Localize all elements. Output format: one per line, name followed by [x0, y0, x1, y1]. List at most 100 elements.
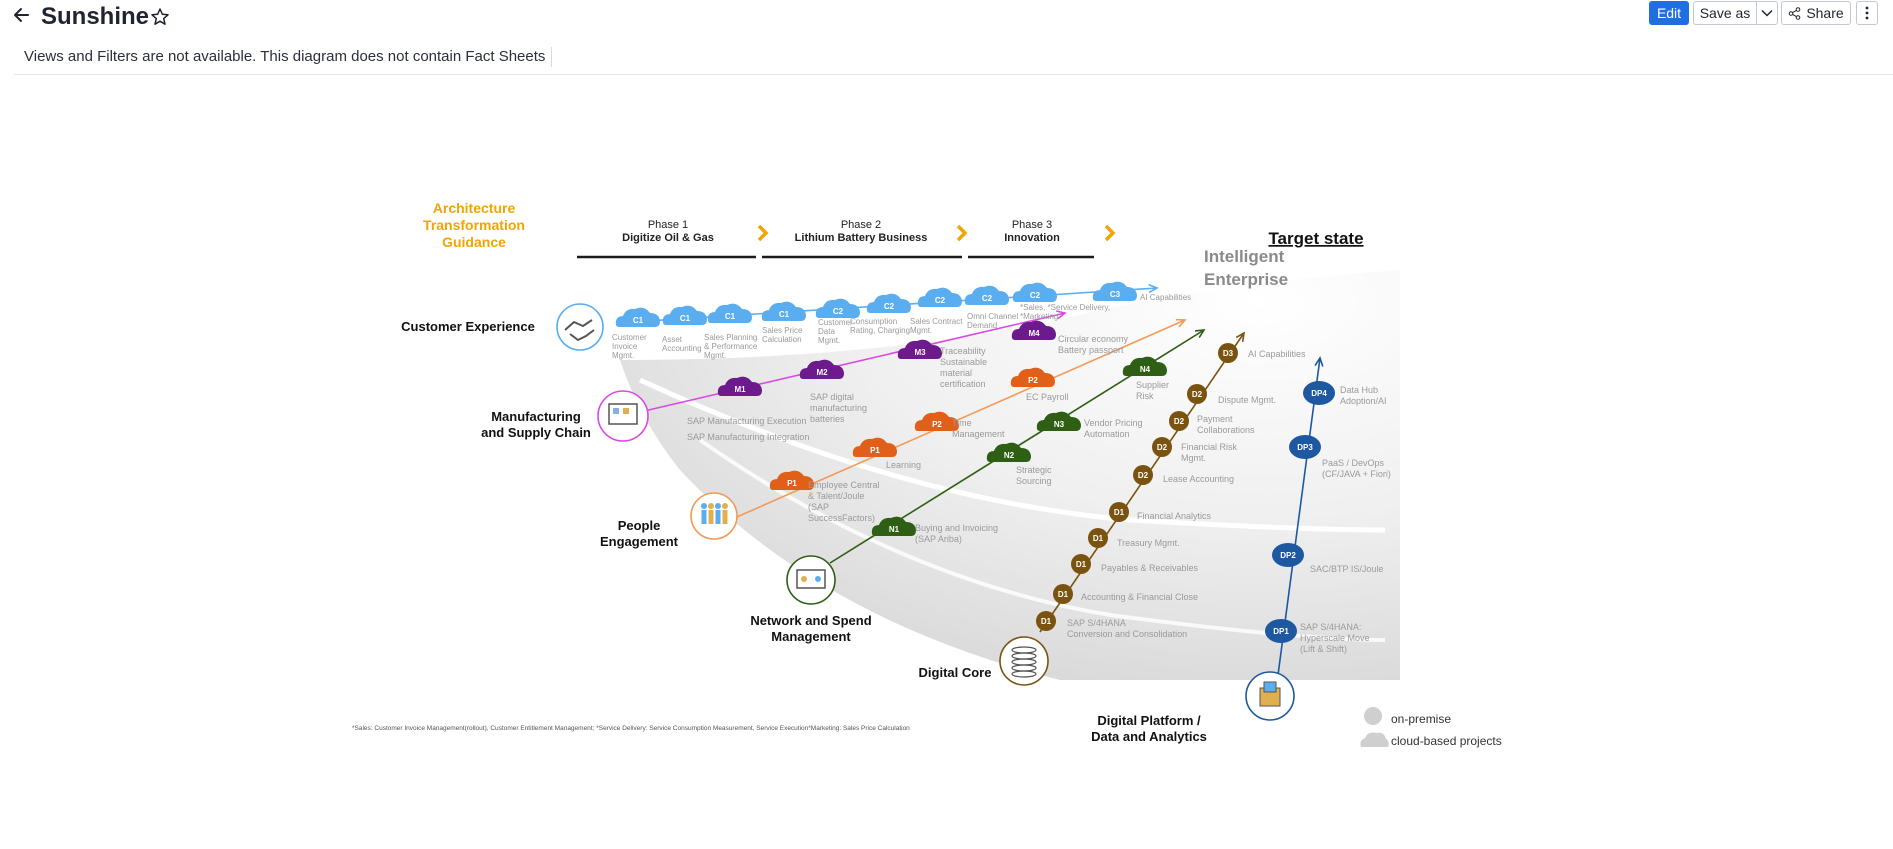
track-title-core: Digital Core — [919, 665, 992, 680]
svg-text:C2: C2 — [935, 296, 946, 305]
disc-node-platform — [1289, 435, 1321, 459]
cloud-node-customer: C2 — [815, 298, 860, 318]
svg-text:N4: N4 — [1140, 365, 1151, 374]
svg-text:C3: C3 — [1110, 290, 1121, 299]
disc-node-core: D2 — [1187, 384, 1207, 404]
svg-text:N1: N1 — [889, 525, 900, 534]
cloud-node-customer: C1 — [707, 303, 752, 323]
svg-text:C2: C2 — [833, 307, 844, 316]
cloud-node-customer: C1 — [761, 301, 806, 321]
svg-text:N2: N2 — [1004, 451, 1015, 460]
phase-name: Innovation — [1004, 232, 1060, 244]
node-label-people: EC Payroll — [1026, 392, 1069, 402]
disc-node-platform-code: DP2 — [1280, 551, 1296, 560]
svg-text:M3: M3 — [914, 348, 926, 357]
svg-text:C2: C2 — [1030, 291, 1041, 300]
svg-text:D2: D2 — [1138, 471, 1149, 480]
disc-node-core: D3 — [1218, 343, 1238, 363]
share-label: Share — [1806, 5, 1844, 21]
cloud-node-network: N1 — [871, 516, 916, 536]
share-icon — [1789, 6, 1801, 20]
disc-node-platform — [1265, 619, 1297, 643]
handshake-icon — [556, 303, 604, 351]
network-track-line-head — [1194, 329, 1206, 339]
node-label-core: Payables & Receivables — [1101, 563, 1199, 573]
disc-node-core: D1 — [1071, 554, 1091, 574]
top-bar: Sunshine Edit Save as Share — [0, 0, 1893, 36]
svg-text:C1: C1 — [725, 312, 736, 321]
disc-node-core: D1 — [1053, 584, 1073, 604]
cloud-node-people: P2 — [1010, 367, 1055, 387]
node-label-core: Dispute Mgmt. — [1218, 395, 1276, 405]
cloud-node-customer: C3 — [1092, 281, 1137, 301]
more-options-button[interactable] — [1856, 1, 1878, 25]
edit-button[interactable]: Edit — [1649, 1, 1689, 25]
svg-text:P1: P1 — [787, 479, 797, 488]
footnote: *Sales: Customer Invoice Management(roll… — [352, 725, 910, 732]
node-label-core: Treasury Mgmt. — [1117, 538, 1180, 548]
cloud-node-people: P2 — [914, 411, 959, 431]
disc-node-platform-code: DP1 — [1273, 627, 1289, 636]
node-label-platform: PaaS / DevOps(CF/JAVA + Fiori) — [1322, 458, 1391, 479]
cloud-node-people: P1 — [769, 470, 814, 490]
phase-number: Phase 1 — [648, 219, 688, 231]
manufacturing-track-line-head — [1056, 310, 1067, 320]
cloud-node-customer: C1 — [615, 307, 660, 327]
customer-track-line-head — [1148, 283, 1159, 294]
cloud-node-customer: C2 — [964, 285, 1009, 305]
fact-sheet-notice: Views and Filters are not available. Thi… — [24, 47, 553, 67]
node-label-core: AI Capabilities — [1248, 349, 1306, 359]
platform-track-line-head — [1314, 356, 1324, 367]
phase-arrow-icon — [956, 224, 968, 242]
save-as-dropdown-button[interactable] — [1756, 1, 1778, 25]
node-label-customer: AI Capabilities — [1140, 293, 1191, 302]
node-label-core: Lease Accounting — [1163, 474, 1234, 484]
svg-text:P2: P2 — [1028, 376, 1038, 385]
core-track-line-head — [1235, 331, 1246, 343]
svg-text:D2: D2 — [1174, 417, 1185, 426]
disc-node-platform-code: DP4 — [1311, 389, 1327, 398]
people-track-line-head — [1175, 318, 1187, 328]
legend-onprem-icon — [1364, 707, 1382, 725]
disc-node-core: D1 — [1036, 611, 1056, 631]
header-divider — [14, 74, 1893, 75]
disc-node-core: D1 — [1088, 528, 1108, 548]
save-as-button[interactable]: Save as — [1693, 1, 1757, 25]
cloud-node-manufacturing: M4 — [1011, 320, 1056, 340]
svg-text:C2: C2 — [884, 302, 895, 311]
svg-text:D1: D1 — [1093, 534, 1104, 543]
star-outline-icon[interactable] — [150, 7, 170, 27]
share-button[interactable]: Share — [1781, 1, 1851, 25]
band-highlight-2 — [698, 438, 1386, 642]
svg-text:C2: C2 — [982, 294, 993, 303]
phase-arrow-icon — [1104, 224, 1116, 242]
manufacturing-track-line — [639, 312, 1066, 413]
disc-node-platform — [1272, 543, 1304, 567]
cloud-node-network: N3 — [1036, 411, 1081, 431]
svg-text:C1: C1 — [779, 310, 790, 319]
arrow-left-icon[interactable] — [12, 4, 32, 26]
cloud-node-customer: C1 — [662, 305, 707, 325]
svg-text:D1: D1 — [1041, 617, 1052, 626]
svg-text:P2: P2 — [932, 420, 942, 429]
phase-arrow-icon — [757, 224, 769, 242]
track-title-customer: Customer Experience — [401, 319, 535, 334]
